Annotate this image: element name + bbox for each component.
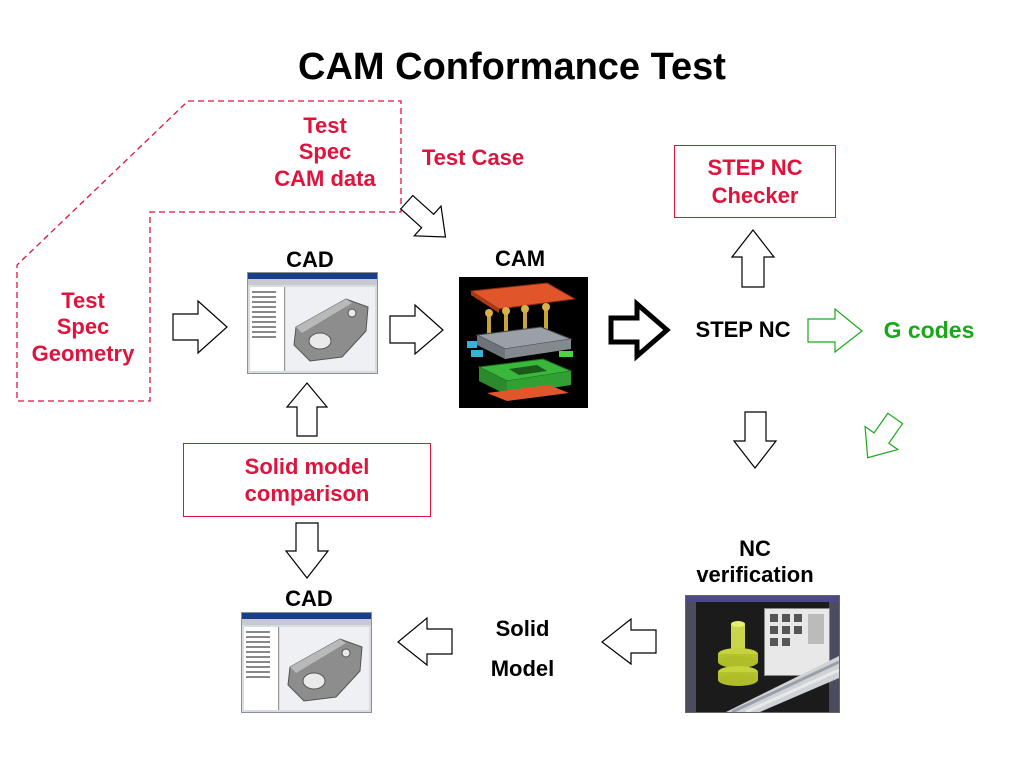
step-nc-checker-line2: Checker [711,182,799,208]
arrow-test-case-to-cam [399,194,447,238]
solid-model-line1: Solid [495,616,550,641]
solid-model-comparison-box: Solid model comparison [183,443,431,517]
step-nc-label: STEP NC [695,317,791,342]
arrow-cam-to-step-nc [608,298,671,362]
arrow-gcodes-to-verification [864,412,904,459]
step-nc-checker-line1: STEP NC [707,155,803,180]
cad-bottom-screenshot [241,612,372,713]
test-spec-dashed-outline [16,100,402,402]
g-codes-label: G codes [883,317,975,343]
cad-bottom-label: CAD [285,586,333,611]
solid-model-comparison-line2: comparison [244,481,370,506]
solid-model-label: Solid Model [470,609,575,689]
arrow-comparison-to-cad [285,382,329,437]
arrow-verification-to-solid-model [601,617,657,666]
cad-top-screenshot [247,272,378,374]
cam-label: CAM [494,246,546,271]
arrow-comparison-to-cad-bottom [284,522,330,579]
test-spec-geometry-line2: Spec [56,314,110,340]
test-spec-cam-line3: CAM data [274,165,376,191]
arrow-geometry-to-cad [172,299,228,355]
step-nc-checker-box: STEP NC Checker [674,145,836,218]
nc-verification-line1: NC [739,536,771,561]
cam-exploded-view-image [459,277,588,408]
page-title: CAM Conformance Test [298,46,726,88]
cad-top-label: CAD [286,247,334,272]
nc-verification-label: NC verification [680,536,830,589]
arrow-step-nc-to-verification [732,411,778,469]
solid-model-comparison-line1: Solid model [244,453,370,479]
arrow-cad-to-cam [389,303,444,356]
arrow-solid-model-to-cad [397,616,453,667]
arrow-step-nc-to-gcodes [807,307,863,354]
test-spec-cam-line2: Spec [298,139,352,165]
test-spec-cam-line1: Test [303,113,347,138]
test-case-label: Test Case [421,145,525,170]
test-spec-geometry-label: Test Spec Geometry [20,288,146,367]
nc-verification-screenshot [685,595,840,713]
test-spec-geometry-line1: Test [61,288,105,313]
solid-model-line2: Model [490,656,555,681]
test-spec-cam-label: Test Spec CAM data [255,113,395,192]
nc-verification-line2: verification [696,562,814,588]
arrow-step-nc-to-checker [730,229,776,288]
test-spec-geometry-line3: Geometry [31,340,135,366]
